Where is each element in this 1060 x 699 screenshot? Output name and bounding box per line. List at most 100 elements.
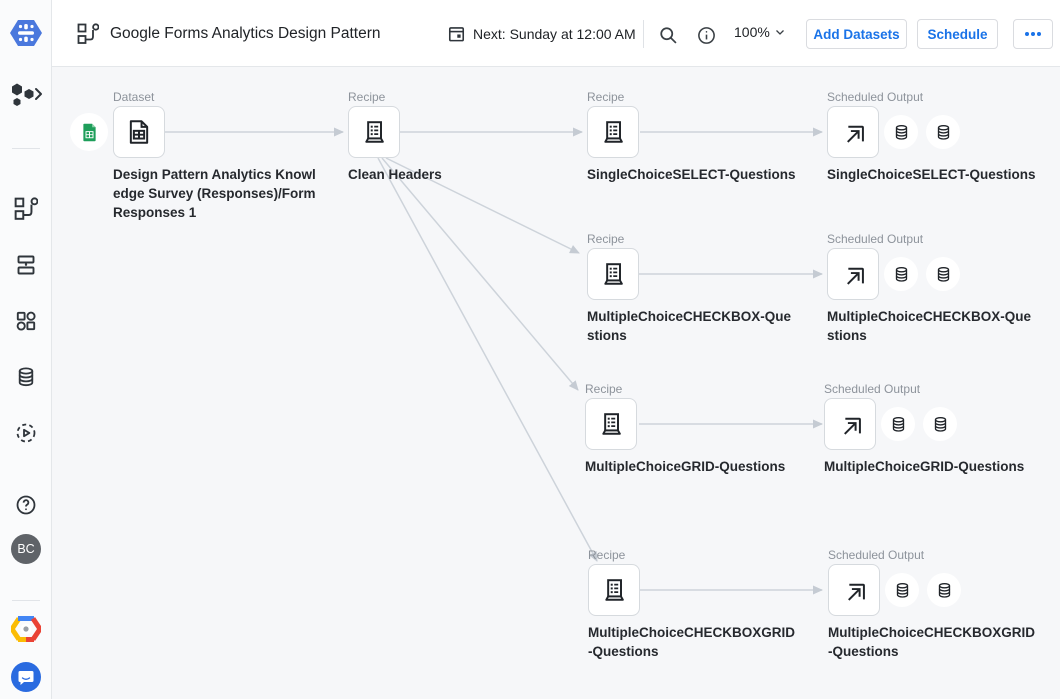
recipe-node-box[interactable] — [588, 564, 640, 616]
info-button[interactable] — [694, 23, 719, 48]
help-icon — [16, 495, 36, 515]
avatar-initials: BC — [11, 534, 41, 564]
recipe-icon — [605, 579, 624, 601]
sidebar-divider-bottom — [12, 600, 40, 601]
node-recipe-singlechoice: Recipe SingleChoiceSELECT-Questions — [587, 90, 819, 184]
output-destination-2[interactable] — [926, 257, 960, 291]
info-icon — [698, 27, 715, 44]
node-type-label: Scheduled Output — [827, 90, 924, 104]
database-icon — [938, 582, 950, 598]
output-destination-1[interactable] — [881, 407, 915, 441]
database-icon — [937, 124, 949, 140]
dataset-node-box[interactable] — [113, 106, 165, 158]
scheduled-output-icon — [848, 583, 865, 601]
recipe-node-box[interactable] — [348, 106, 400, 158]
node-name-label[interactable]: MultipleChoiceCHECKBOX-Que stions — [827, 309, 1032, 343]
more-options-button[interactable] — [1013, 19, 1053, 49]
node-type-label: Recipe — [585, 382, 623, 396]
recipe-icon — [602, 413, 621, 435]
calendar-icon — [448, 27, 465, 42]
left-sidebar: BC — [0, 0, 52, 699]
sidebar-item-connections[interactable] — [0, 365, 52, 389]
sidebar-item-google-cloud[interactable] — [0, 615, 52, 643]
recipe-node-box[interactable] — [587, 106, 639, 158]
zoom-control[interactable]: 100% — [734, 24, 786, 40]
node-type-label: Scheduled Output — [827, 232, 924, 246]
node-type-label: Recipe — [348, 90, 386, 104]
page-title: Google Forms Analytics Design Pattern — [110, 25, 381, 42]
more-options-icon — [1025, 32, 1041, 36]
sidebar-item-job-history[interactable] — [0, 421, 52, 445]
node-name-label[interactable]: SingleChoiceSELECT-Questions — [827, 167, 1036, 182]
output-destination-2[interactable] — [923, 407, 957, 441]
node-output-singlechoice: Scheduled Output SingleChoiceSELECT-Ques… — [827, 90, 1059, 184]
database-icon — [937, 266, 949, 282]
recipe-node-box[interactable] — [587, 248, 639, 300]
chevron-down-icon — [775, 30, 784, 35]
node-name-label[interactable]: MultipleChoiceCHECKBOXGRID -Questions — [588, 625, 796, 659]
next-schedule: Next: Sunday at 12:00 AM — [447, 24, 636, 43]
sidebar-item-plans[interactable] — [0, 253, 52, 277]
database-icon — [934, 416, 946, 432]
sidebar-item-flows[interactable] — [0, 197, 52, 221]
sidebar-item-library[interactable] — [0, 309, 52, 333]
node-type-label: Scheduled Output — [824, 382, 921, 396]
node-name-label[interactable]: MultipleChoiceCHECKBOX-Que stions — [587, 309, 792, 343]
node-name-label[interactable]: SingleChoiceSELECT-Questions — [587, 167, 796, 182]
support-chat-icon — [11, 662, 41, 692]
node-dataset: Dataset Design Pattern Analytics Knowl e… — [70, 90, 345, 222]
support-chat-button[interactable] — [0, 662, 52, 692]
output-node-box[interactable] — [828, 564, 880, 616]
search-button[interactable] — [656, 23, 681, 48]
sidebar-divider — [12, 148, 40, 149]
user-avatar[interactable]: BC — [0, 534, 52, 564]
dataset-icon — [129, 120, 149, 144]
dataprep-logo-icon — [10, 20, 42, 46]
sidebar-item-help[interactable] — [0, 493, 52, 517]
node-type-label: Recipe — [587, 232, 625, 246]
node-recipe-checkboxgrid: Recipe MultipleChoiceCHECKBOXGRID -Quest… — [588, 548, 820, 661]
recipe-icon — [604, 263, 623, 285]
output-node-box[interactable] — [824, 398, 876, 450]
node-name-label[interactable]: MultipleChoiceGRID-Questions — [824, 459, 1025, 474]
recipe-node-box[interactable] — [585, 398, 637, 450]
output-destination-2[interactable] — [927, 573, 961, 607]
node-name-label[interactable]: Clean Headers — [348, 167, 442, 182]
output-destination-1[interactable] — [884, 115, 918, 149]
node-name-label[interactable]: MultipleChoiceCHECKBOXGRID -Questions — [828, 625, 1036, 659]
dataprep-logo[interactable] — [0, 16, 52, 50]
scheduled-output-icon — [847, 125, 864, 143]
flows-icon — [14, 197, 38, 220]
recipe-icon — [365, 121, 384, 143]
library-icon — [16, 311, 36, 331]
next-run-label: Next: Sunday at 12:00 AM — [473, 25, 636, 42]
flow-canvas[interactable]: Dataset Design Pattern Analytics Knowl e… — [52, 67, 1060, 699]
output-destination-1[interactable] — [885, 573, 919, 607]
job-history-icon — [16, 423, 36, 443]
output-destination-1[interactable] — [884, 257, 918, 291]
node-name-label[interactable]: MultipleChoiceGRID-Questions — [585, 459, 786, 474]
google-sheets-icon — [82, 123, 96, 141]
node-type-label: Recipe — [588, 548, 626, 562]
sidebar-expand-toggle[interactable] — [0, 80, 52, 108]
output-node-box[interactable] — [827, 248, 879, 300]
node-type-label: Dataset — [113, 90, 155, 104]
schedule-button[interactable]: Schedule — [917, 19, 998, 49]
node-output-checkbox: Scheduled Output MultipleChoiceCHECKBOX-… — [827, 232, 1059, 345]
expand-panel-icon — [12, 83, 42, 106]
node-recipe-grid: Recipe MultipleChoiceGRID-Questions — [585, 382, 817, 476]
scheduled-output-icon — [847, 267, 864, 285]
connections-database-icon — [18, 367, 34, 387]
database-icon — [895, 124, 907, 140]
node-name-label[interactable]: Design Pattern Analytics Knowl edge Surv… — [113, 167, 316, 220]
database-icon — [896, 582, 908, 598]
add-datasets-button[interactable]: Add Datasets — [806, 19, 907, 49]
google-cloud-icon — [11, 616, 41, 642]
plans-icon — [17, 255, 35, 275]
output-node-box[interactable] — [827, 106, 879, 158]
zoom-level: 100% — [734, 24, 770, 40]
output-destination-2[interactable] — [926, 115, 960, 149]
header-divider — [643, 20, 644, 48]
recipe-icon — [604, 121, 623, 143]
node-output-checkboxgrid: Scheduled Output MultipleChoiceCHECKBOXG… — [828, 548, 1060, 661]
